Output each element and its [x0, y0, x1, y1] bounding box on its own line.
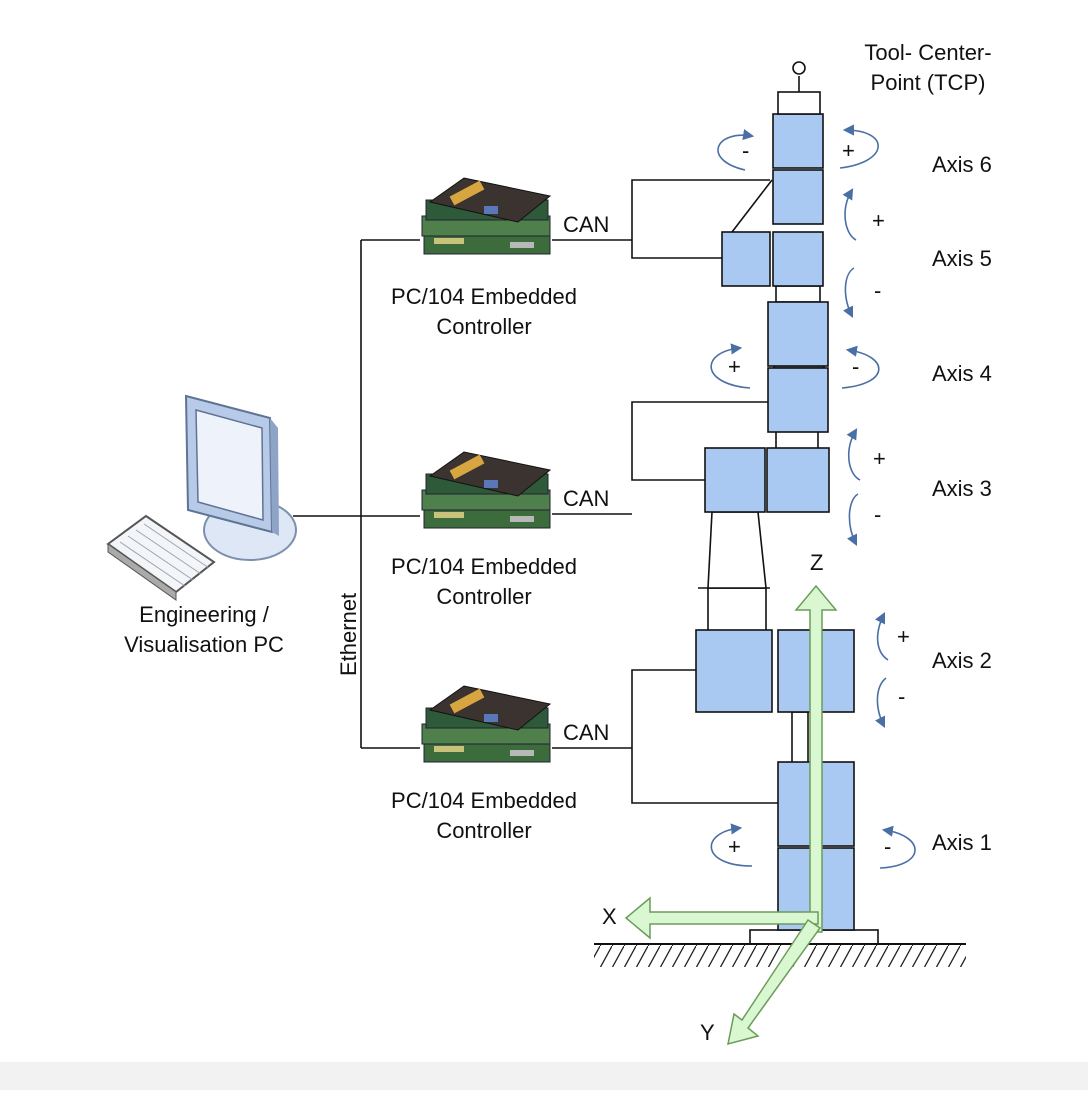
controller-1-line2: Controller	[436, 314, 532, 339]
axis4-left-rotation-icon	[710, 343, 751, 389]
bottom-band	[0, 1062, 1088, 1090]
axis5-upper-rotation-icon	[842, 188, 857, 241]
engineering-pc-icon	[106, 394, 297, 601]
axis6-right-rotation-icon	[839, 124, 879, 169]
axis6-right-sign: +	[842, 138, 855, 163]
axis5-lower-sign: -	[874, 278, 882, 303]
pc104-controller-icon	[421, 685, 552, 763]
z-axis-arrow	[794, 584, 838, 933]
can-label-3: CAN	[563, 720, 610, 745]
axis2-lower-sign: -	[898, 684, 906, 709]
controller-2-line2: Controller	[436, 584, 532, 609]
controller-3-line1: PC/104 Embedded	[391, 788, 577, 813]
axis3-label: Axis 3	[932, 476, 992, 501]
controller-3-line2: Controller	[436, 818, 532, 843]
pc104-controller-icon	[421, 177, 552, 255]
controller-1-label: PC/104 Embedded Controller	[391, 282, 577, 342]
axis1-left-sign: +	[728, 834, 741, 859]
axis4-right-sign: -	[852, 354, 860, 379]
axis2-lower-rotation-icon	[874, 677, 887, 729]
axis6-left-rotation-icon	[717, 129, 755, 171]
robot-arm	[594, 61, 966, 967]
ethernet-label: Ethernet	[336, 592, 361, 676]
x-axis-arrow	[624, 896, 819, 940]
z-label: Z	[810, 550, 824, 575]
y-axis-arrow	[727, 918, 822, 1046]
axis3-lower-sign: -	[874, 502, 882, 527]
pc-label-line2: Visualisation PC	[124, 632, 284, 657]
pc-label: Engineering / Visualisation PC	[124, 600, 284, 660]
ethernet-network	[293, 239, 420, 749]
pc104-controller-icon	[421, 451, 552, 529]
axis4-label: Axis 4	[932, 361, 992, 386]
axis6-left-sign: -	[742, 138, 750, 163]
axis2-upper-sign: +	[897, 624, 910, 649]
axis5-upper-sign: +	[872, 208, 885, 233]
controller-1-line1: PC/104 Embedded	[391, 284, 577, 309]
can-label-1: CAN	[563, 212, 610, 237]
axis4-right-rotation-icon	[841, 345, 880, 389]
controller-3-label: PC/104 Embedded Controller	[391, 786, 577, 846]
axis1-label: Axis 1	[932, 830, 992, 855]
coordinate-frame	[624, 584, 838, 1046]
tcp-label: Tool- Center- Point (TCP)	[864, 38, 991, 98]
y-label: Y	[700, 1020, 715, 1045]
axis1-right-sign: -	[884, 834, 892, 859]
can-label-2: CAN	[563, 486, 610, 511]
axis2-upper-rotation-icon	[874, 611, 889, 661]
axis3-upper-sign: +	[873, 446, 886, 471]
axis3-lower-rotation-icon	[846, 493, 859, 547]
can-buses	[552, 179, 778, 804]
x-label: X	[602, 904, 617, 929]
controller-2-line1: PC/104 Embedded	[391, 554, 577, 579]
controller-2-label: PC/104 Embedded Controller	[391, 552, 577, 612]
controllers-group	[421, 177, 552, 763]
axis6-label: Axis 6	[932, 152, 992, 177]
tcp-label-line2: Point (TCP)	[870, 70, 986, 95]
axis4-left-sign: +	[728, 354, 741, 379]
axis5-label: Axis 5	[932, 246, 992, 271]
tcp-label-line1: Tool- Center-	[864, 40, 992, 65]
axis1-left-rotation-icon	[710, 823, 753, 867]
axis2-label: Axis 2	[932, 648, 992, 673]
axis5-lower-rotation-icon	[842, 267, 855, 319]
pc-label-line1: Engineering /	[139, 602, 269, 627]
axis3-upper-rotation-icon	[846, 428, 861, 481]
axis1-right-rotation-icon	[879, 825, 916, 869]
rotation-arrows	[710, 124, 916, 869]
